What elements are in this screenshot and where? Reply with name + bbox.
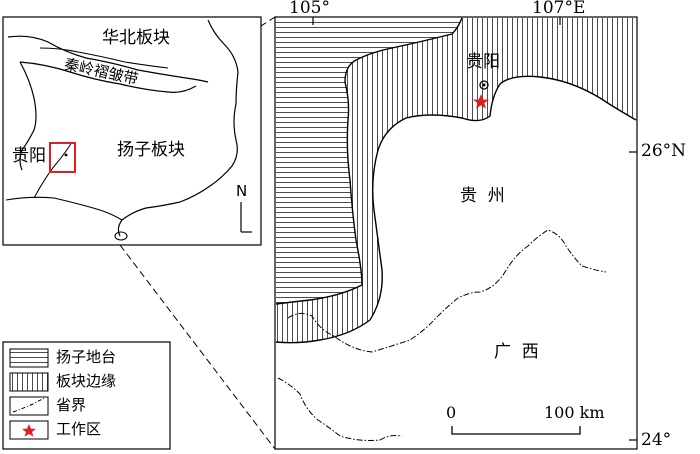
lat-24-label: 24° [641, 430, 672, 450]
plate-margin-area [276, 18, 636, 343]
legend-label-provincial-boundary: 省界 [56, 396, 87, 414]
platform-boundary-line [275, 17, 463, 305]
margin-boundary-line [275, 75, 637, 344]
legend-swatch-horizontal-hatch [9, 348, 49, 368]
inset-guiyang-dot [64, 153, 68, 157]
yangtze-platform-area [276, 18, 462, 304]
guiyang-city-symbol [479, 80, 489, 90]
lat-26-label: 26°N [641, 141, 687, 161]
provincial-boundary-line-south [277, 377, 403, 441]
inset-southern-boundary [5, 196, 123, 221]
inset-yangtze-block-label: 扬子板块 [117, 140, 185, 160]
connector-line-bottom [119, 244, 276, 450]
work-area-star [473, 94, 489, 109]
inset-interior-boundary [33, 141, 73, 199]
legend-dash-dot-sample [12, 397, 46, 413]
yangtze-block-west-boundary [19, 61, 37, 171]
qinling-belt-north [39, 47, 169, 69]
inset-guiyang-label: 贵阳 [12, 146, 46, 166]
north-china-block-boundary [7, 35, 209, 83]
legend-swatch-vertical-hatch [9, 372, 49, 392]
lon-107-label: 107°E [532, 0, 586, 18]
hainan-island [114, 231, 128, 241]
coastline [117, 19, 239, 237]
inset-map-frame [2, 16, 262, 246]
inset-north-china-block-label: 华北板块 [102, 28, 170, 48]
legend-label-yangtze-platform: 扬子地台 [56, 348, 117, 366]
main-guizhou-label: 贵 州 [460, 186, 505, 206]
lon-105-label: 105° [289, 0, 330, 18]
main-map-frame [274, 16, 638, 450]
legend-swatch-boundary [9, 396, 49, 416]
scale-end-label: 100 km [544, 403, 605, 422]
legend-red-star-icon [22, 424, 36, 437]
legend-swatch-work-area [9, 420, 49, 440]
qinling-belt-south [19, 61, 197, 93]
legend-label-plate-margin: 板块边缘 [56, 372, 117, 390]
inset-study-area-box [49, 142, 76, 173]
main-guiyang-label: 贵阳 [466, 52, 500, 72]
north-arrow-label: N [236, 182, 248, 200]
guiyang-city-dot [482, 83, 486, 87]
legend-label-work-area: 工作区 [56, 420, 102, 438]
provincial-boundary-line [287, 229, 607, 353]
scale-bar [451, 426, 581, 435]
scale-start-label: 0 [446, 403, 457, 422]
main-guangxi-label: 广 西 [494, 342, 539, 362]
